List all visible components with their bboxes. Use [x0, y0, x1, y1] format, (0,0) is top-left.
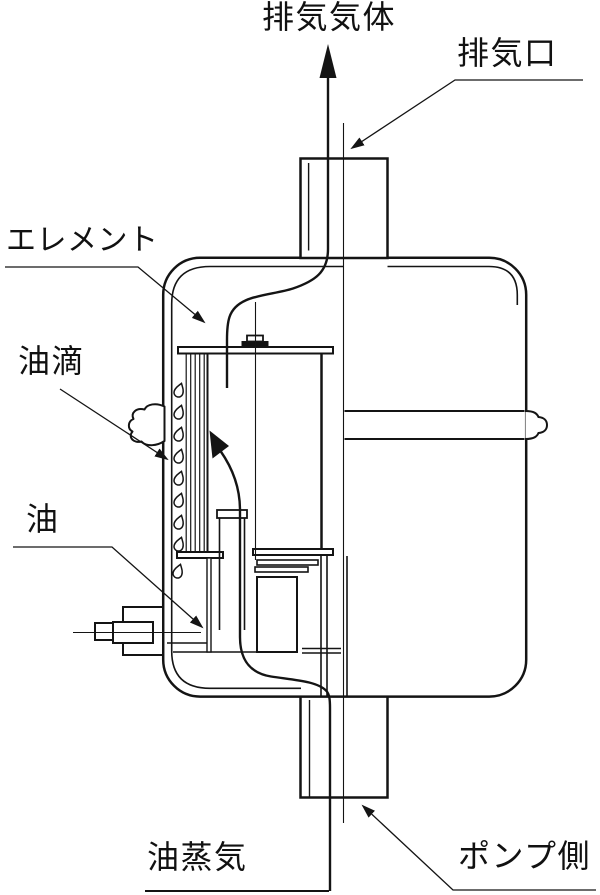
- weld-blob-left: [127, 403, 166, 447]
- oil-leader: [13, 546, 204, 629]
- tank-inner-wall-right: [387, 265, 519, 305]
- internal-flow-arrowhead: [209, 430, 229, 459]
- label-exhaust-port: 排気口: [457, 35, 558, 71]
- pedestal: [206, 548, 334, 653]
- oil-droplets-leader: [59, 388, 169, 461]
- drain-plug: [73, 606, 207, 656]
- flow-line-inlet: [219, 450, 332, 891]
- label-element: エレメント: [6, 224, 159, 257]
- element-bottom-flange: [176, 551, 224, 559]
- element-leader: [5, 266, 206, 324]
- label-oil-droplets: 油滴: [18, 343, 86, 379]
- riser-pipe: [216, 509, 248, 630]
- pump-side-leader: [361, 804, 596, 891]
- filter-media-lines: [185, 354, 205, 552]
- flow-line-exhaust: [225, 77, 330, 388]
- label-exhaust-gas: 排気気体: [262, 0, 397, 35]
- exhaust-port-leader: [350, 79, 583, 150]
- tank-inner-wall: [170, 265, 343, 690]
- mid-band-bump-right: [525, 410, 549, 440]
- inlet-tube: [173, 556, 348, 696]
- exhaust-arrowhead: [319, 44, 337, 78]
- label-oil-vapor: 油蒸気: [147, 839, 248, 875]
- tank-body: [161, 256, 528, 698]
- label-oil: 油: [26, 501, 60, 537]
- label-pump-side: ポンプ側: [458, 838, 592, 874]
